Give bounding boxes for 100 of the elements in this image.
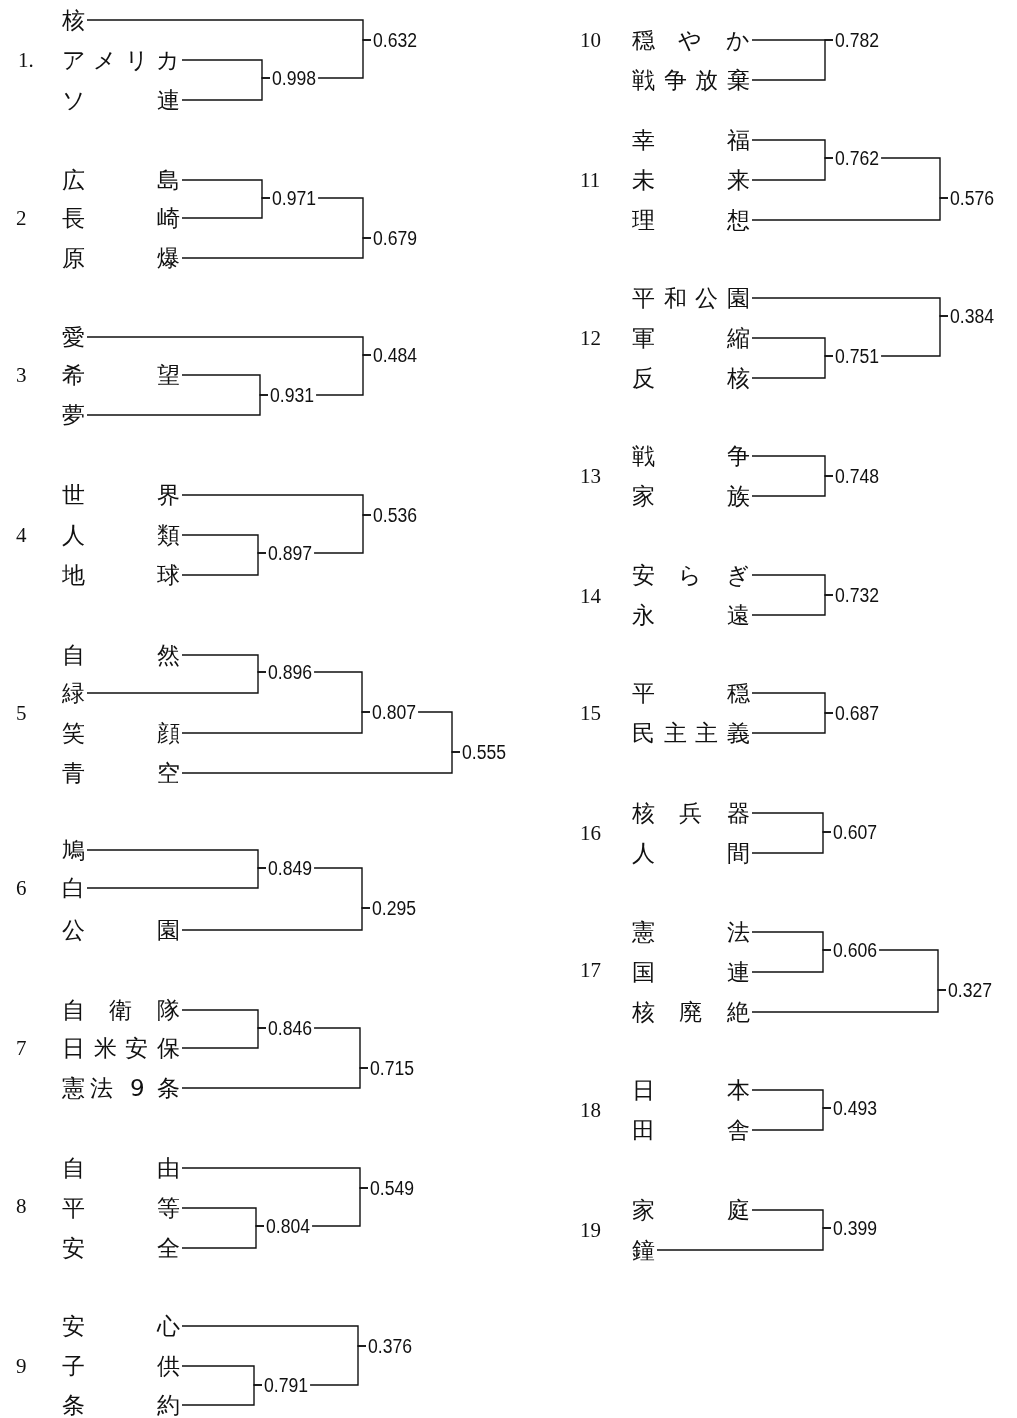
- similarity-value: 0.804: [266, 1214, 311, 1238]
- similarity-value: 0.897: [268, 541, 313, 565]
- bracket-line: [880, 315, 949, 357]
- word-label: 戦 争: [632, 441, 750, 471]
- bracket-line: [181, 77, 271, 101]
- word-label: 日 本: [632, 1075, 750, 1105]
- bracket-line: [751, 475, 834, 497]
- word-label: 田 舎: [632, 1115, 750, 1145]
- similarity-value: 0.399: [833, 1216, 878, 1240]
- bracket-line: [86, 867, 267, 889]
- word-label: 公 園: [62, 915, 180, 945]
- word-label: 核 兵 器: [632, 798, 750, 828]
- similarity-value: 0.606: [833, 938, 878, 962]
- bracket-line: [181, 1225, 265, 1249]
- word-label: 理 想: [632, 205, 750, 235]
- bracket-line: [181, 1384, 263, 1406]
- bracket-line: [181, 552, 267, 576]
- bracket-line: [313, 514, 372, 554]
- word-label: 広 島: [62, 165, 180, 195]
- bracket-line: [181, 1027, 267, 1049]
- bracket-line: [311, 1187, 369, 1227]
- similarity-value: 0.536: [373, 503, 418, 527]
- word-label: 自 衛 隊: [62, 995, 180, 1025]
- similarity-value: 0.493: [833, 1096, 878, 1120]
- word-label: 愛: [62, 322, 85, 352]
- word-label: 緑: [62, 678, 85, 708]
- word-label: 国 連: [632, 957, 750, 987]
- word-label: 日米安保: [62, 1033, 180, 1063]
- bracket-line: [751, 39, 834, 81]
- word-label: 平和公園: [632, 283, 750, 313]
- similarity-value: 0.971: [272, 186, 317, 210]
- similarity-value: 0.748: [835, 464, 880, 488]
- similarity-value: 0.849: [268, 856, 313, 880]
- word-label: 白: [62, 873, 85, 903]
- word-label: 笑 顔: [62, 718, 180, 748]
- word-label: 人 間: [632, 838, 750, 868]
- group-number: 12: [580, 326, 601, 350]
- similarity-value: 0.576: [950, 186, 995, 210]
- word-label: 安 全: [62, 1233, 180, 1263]
- bracket-line: [309, 1345, 367, 1386]
- similarity-value: 0.555: [462, 740, 507, 764]
- group-number: 15: [580, 701, 601, 725]
- bracket-line: [751, 157, 834, 181]
- similarity-value: 0.762: [835, 146, 880, 170]
- group-number: 14: [580, 584, 601, 608]
- bracket-line: [751, 594, 834, 616]
- similarity-value: 0.384: [950, 304, 995, 328]
- word-label: 長 崎: [62, 203, 180, 233]
- similarity-value: 0.607: [833, 820, 878, 844]
- word-label: 憲法 9 条: [62, 1073, 180, 1103]
- word-label: 永 遠: [632, 600, 750, 630]
- word-label: 地 球: [62, 560, 180, 590]
- similarity-value: 0.679: [373, 226, 418, 250]
- group-number: 10: [580, 28, 601, 52]
- word-label: 未 来: [632, 165, 750, 195]
- similarity-value: 0.998: [272, 66, 317, 90]
- similarity-value: 0.846: [268, 1016, 313, 1040]
- word-label: 核 廃 絶: [632, 997, 750, 1027]
- word-label: 希 望: [62, 360, 180, 390]
- group-number: 9: [16, 1354, 27, 1378]
- group-number: 5: [16, 701, 27, 725]
- word-label: 平 穏: [632, 678, 750, 708]
- word-label: 人 類: [62, 520, 180, 550]
- word-label: 夢: [62, 400, 85, 430]
- word-label: アメリカ: [62, 45, 180, 75]
- word-label: 戦争放棄: [632, 65, 750, 95]
- similarity-value: 0.931: [270, 383, 315, 407]
- bracket-line: [656, 1227, 832, 1251]
- similarity-value: 0.632: [373, 28, 418, 52]
- bracket-line: [86, 394, 269, 416]
- word-label: 反 核: [632, 363, 750, 393]
- bracket-line: [751, 355, 834, 379]
- similarity-value: 0.782: [835, 28, 880, 52]
- bracket-line: [313, 1027, 369, 1069]
- bracket-line: [315, 354, 372, 396]
- group-number: 4: [16, 523, 27, 547]
- bracket-line: [317, 39, 372, 79]
- bracket-line: [751, 949, 832, 973]
- group-number: 18: [580, 1098, 601, 1122]
- group-number: 13: [580, 464, 601, 488]
- similarity-value: 0.376: [368, 1334, 413, 1358]
- group-number: 19: [580, 1218, 601, 1242]
- word-label: 安 心: [62, 1311, 180, 1341]
- word-label: 幸 福: [632, 125, 750, 155]
- group-number: 3: [16, 363, 27, 387]
- bracket-line: [181, 711, 371, 734]
- word-label: 鳩: [62, 835, 85, 865]
- similarity-value: 0.484: [373, 343, 418, 367]
- word-label: 家 族: [632, 481, 750, 511]
- group-number: 1.: [18, 48, 34, 72]
- word-label: 安 ら ぎ: [632, 560, 750, 590]
- bracket-line: [181, 197, 271, 219]
- similarity-value: 0.751: [835, 344, 880, 368]
- similarity-value: 0.327: [948, 978, 993, 1002]
- group-number: 2: [16, 206, 27, 230]
- group-number: 7: [16, 1036, 27, 1060]
- word-label: 世 界: [62, 480, 180, 510]
- word-label: 核: [62, 5, 85, 35]
- group-number: 8: [16, 1194, 27, 1218]
- word-label: 条 約: [62, 1390, 180, 1418]
